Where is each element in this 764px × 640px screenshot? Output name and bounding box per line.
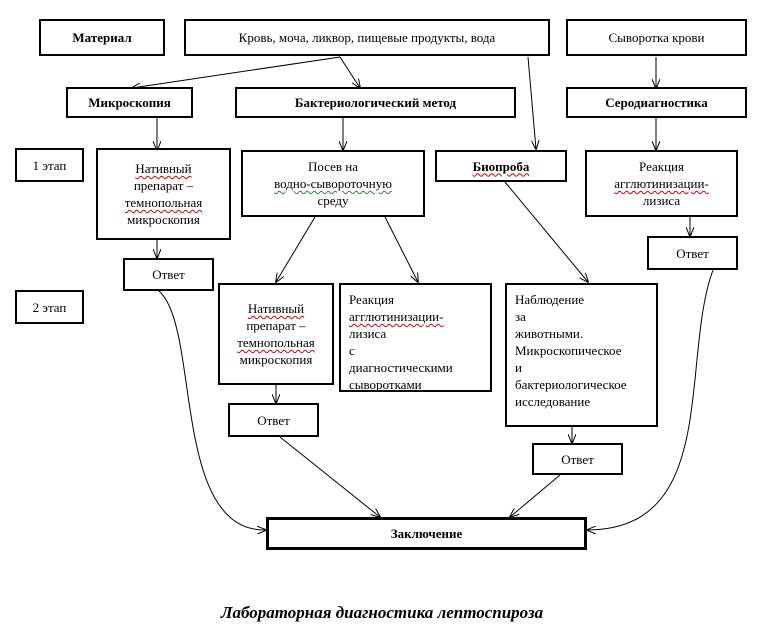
native1-line-1: Нативный bbox=[135, 161, 192, 176]
observation-box: Наблюдение за животными. Микроскопическо… bbox=[505, 283, 658, 427]
diagram-caption: Лабораторная диагностика лептоспироза bbox=[220, 603, 544, 622]
agglut2-word-lysis: лизиса bbox=[349, 326, 387, 341]
agglut1-line-3: лизиса bbox=[642, 193, 681, 208]
arrow-seeding-agglutination2 bbox=[384, 216, 418, 282]
arrow-answer-observation-conclusion bbox=[510, 474, 561, 517]
arrow-bioproba-observation bbox=[504, 181, 588, 282]
answer-box-4: Ответ bbox=[532, 443, 623, 475]
observation-line-3: Микроскопическое bbox=[515, 343, 622, 358]
native2-line-4: микроскопия bbox=[239, 352, 313, 367]
stage-1-label: 1 этап bbox=[15, 148, 84, 182]
agglutination-box-1: Реакция агглютинизации- лизиса bbox=[585, 150, 738, 217]
agglut1-line-2: агглютинизации- bbox=[614, 176, 709, 191]
seeding-line-3: среду bbox=[317, 193, 349, 208]
serum-box: Сыворотка крови bbox=[566, 19, 747, 56]
native2-line-3: темнопольная bbox=[237, 335, 315, 350]
agglut1-line-1: Реакция bbox=[639, 159, 684, 174]
seeding-box: Посев на водно-сывороточную среду bbox=[241, 150, 425, 217]
answer-box-2: Ответ bbox=[228, 403, 319, 437]
stage-2-label: 2 этап bbox=[15, 290, 84, 324]
microscopy-method: Микроскопия bbox=[66, 87, 193, 118]
agglut2-line-3: лизиса с bbox=[349, 325, 477, 359]
native-preparation-box-1: Нативный препарат – темнопольная микроск… bbox=[96, 148, 231, 240]
agglut2-line-4: диагностическими bbox=[349, 360, 453, 375]
seeding-line-1: Посев на bbox=[307, 159, 359, 174]
serodiagnostics-method: Серодиагностика bbox=[566, 87, 747, 118]
native1-line-3: темнопольная bbox=[124, 195, 203, 210]
native2-line-2: препарат – bbox=[246, 318, 306, 333]
bioproba-label: Биопроба bbox=[472, 158, 530, 174]
curve-answer1-conclusion bbox=[149, 285, 266, 530]
agglut2-line-5: сыворотками bbox=[349, 377, 422, 392]
arrow-samples-bioproba bbox=[527, 56, 536, 149]
material-label: Материал bbox=[39, 19, 165, 56]
observation-word-1: Наблюдение bbox=[515, 292, 585, 307]
agglut2-line-1: Реакция bbox=[349, 292, 394, 307]
conclusion-box: Заключение bbox=[266, 517, 587, 550]
agglut2-word-with: с bbox=[349, 343, 355, 358]
native1-line-2: препарат – bbox=[133, 178, 194, 193]
agglut2-line-2: агглютинизации- bbox=[349, 309, 444, 324]
arrow-seeding-native2 bbox=[276, 216, 316, 282]
answer-box-3: Ответ bbox=[647, 236, 738, 270]
arrow-samples-bacteriological bbox=[339, 56, 360, 88]
agglutination-box-2: Реакция агглютинизации- лизиса с диагнос… bbox=[339, 283, 492, 392]
seeding-line-2: водно-сывороточную bbox=[274, 176, 392, 191]
observation-word-2: за bbox=[515, 309, 526, 324]
answer-box-1: Ответ bbox=[123, 258, 214, 291]
observation-line-5: бактериологическое bbox=[515, 377, 627, 392]
observation-line-4: и bbox=[515, 360, 522, 375]
bioproba-box: Биопроба bbox=[435, 150, 567, 182]
arrow-samples-microscopy bbox=[132, 56, 341, 88]
bacteriological-method: Бактериологический метод bbox=[235, 87, 516, 118]
observation-line-6: исследование bbox=[515, 394, 591, 409]
arrow-answer-native2-conclusion bbox=[279, 436, 380, 517]
curve-answer3-conclusion bbox=[587, 269, 714, 530]
native-preparation-box-2: Нативный препарат – темнопольная микроск… bbox=[218, 283, 334, 385]
native2-line-1: Нативный bbox=[247, 301, 305, 316]
observation-line-1: Наблюдение за bbox=[515, 291, 649, 325]
observation-line-2: животными. bbox=[515, 326, 584, 341]
native1-line-4: микроскопия bbox=[127, 212, 200, 227]
samples-box: Кровь, моча, ликвор, пищевые продукты, в… bbox=[184, 19, 550, 56]
